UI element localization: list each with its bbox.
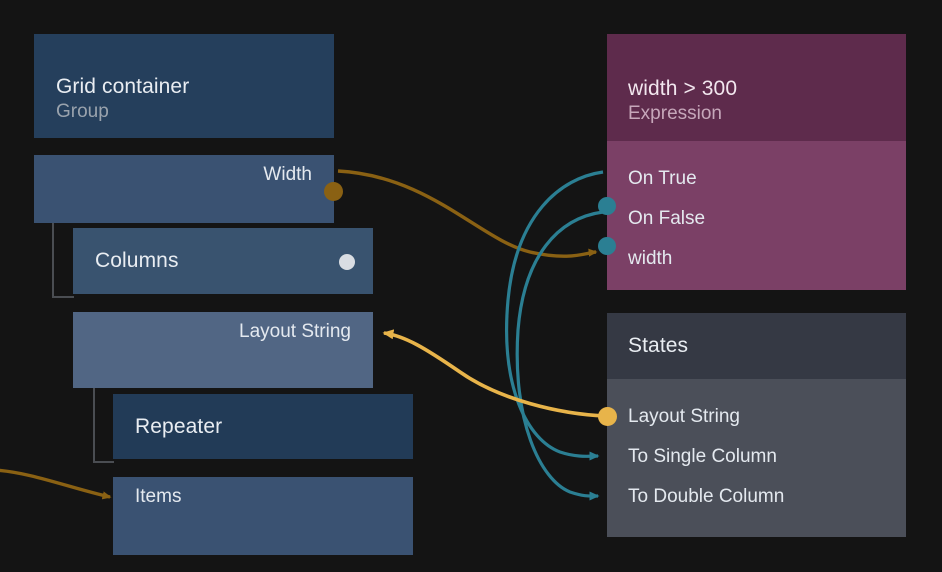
wire-width-to-expression-width (337, 169, 598, 258)
wire-on-false-to-double-column (515, 210, 604, 501)
node-grid-container-body: Width (34, 155, 343, 223)
node-grid-container[interactable]: Grid container Group Width (34, 34, 343, 223)
node-columns-title: Columns (95, 249, 179, 272)
port-label-states-layout-string: Layout String (628, 406, 740, 427)
port-label-on-true: On True (628, 168, 697, 189)
node-states-title: States (628, 334, 689, 357)
port-row-on-true[interactable]: On True (628, 159, 906, 199)
port-label-items: Items (135, 486, 182, 507)
port-row-layout-string-input[interactable]: Layout String (73, 312, 351, 352)
port-label-to-single-column: To Single Column (628, 446, 777, 467)
port-row-items[interactable]: Items (135, 477, 413, 517)
wire-on-true-to-single-column (505, 170, 604, 461)
hierarchy-bracket-repeater (93, 380, 114, 463)
port-label-layout-string-input: Layout String (239, 321, 351, 342)
node-expression-body: On True On False width (607, 141, 906, 290)
port-row-states-layout-string[interactable]: Layout String (628, 397, 906, 437)
port-dot-states-layout-string[interactable] (598, 407, 617, 426)
node-grid-container-header[interactable]: Grid container Group (34, 34, 334, 138)
wire-layout-string-to-columns (382, 329, 606, 418)
node-repeater-title: Repeater (135, 414, 223, 438)
node-states[interactable]: States Layout String To Single Column To… (598, 313, 906, 537)
node-grid-container-title: Grid container (56, 75, 190, 98)
node-columns-header[interactable]: Columns (73, 228, 373, 294)
port-label-on-false: On False (628, 208, 706, 229)
port-label-width-input: width (628, 248, 673, 269)
wire-external-to-items (0, 468, 112, 500)
port-label-to-double-column: To Double Column (628, 486, 785, 507)
node-columns[interactable]: Columns Layout String (73, 228, 373, 388)
port-dot-on-false[interactable] (598, 237, 616, 255)
port-row-to-double-column[interactable]: To Double Column (628, 477, 906, 517)
port-row-width[interactable]: Width (34, 155, 312, 195)
port-dot-width-output[interactable] (324, 182, 343, 201)
node-expression[interactable]: width > 300 Expression On True On False … (598, 34, 906, 290)
node-expression-title: width > 300 (628, 76, 738, 100)
node-repeater[interactable]: Repeater Items (113, 394, 413, 555)
node-grid-container-subtitle: Group (56, 101, 109, 122)
node-columns-status-dot[interactable] (339, 254, 355, 270)
port-row-on-false[interactable]: On False (628, 199, 906, 239)
port-row-width-input[interactable]: width (628, 239, 906, 279)
node-repeater-body: Items (113, 477, 413, 555)
port-dot-on-true[interactable] (598, 197, 616, 215)
node-states-header[interactable]: States (607, 313, 906, 379)
port-row-to-single-column[interactable]: To Single Column (628, 437, 906, 477)
hierarchy-bracket-columns (52, 218, 74, 298)
node-columns-body: Layout String (73, 312, 373, 388)
node-repeater-header[interactable]: Repeater (113, 394, 413, 459)
node-expression-subtitle: Expression (628, 102, 722, 124)
node-expression-header[interactable]: width > 300 Expression (607, 34, 906, 141)
node-states-body: Layout String To Single Column To Double… (607, 379, 906, 537)
port-label-width: Width (263, 164, 312, 185)
